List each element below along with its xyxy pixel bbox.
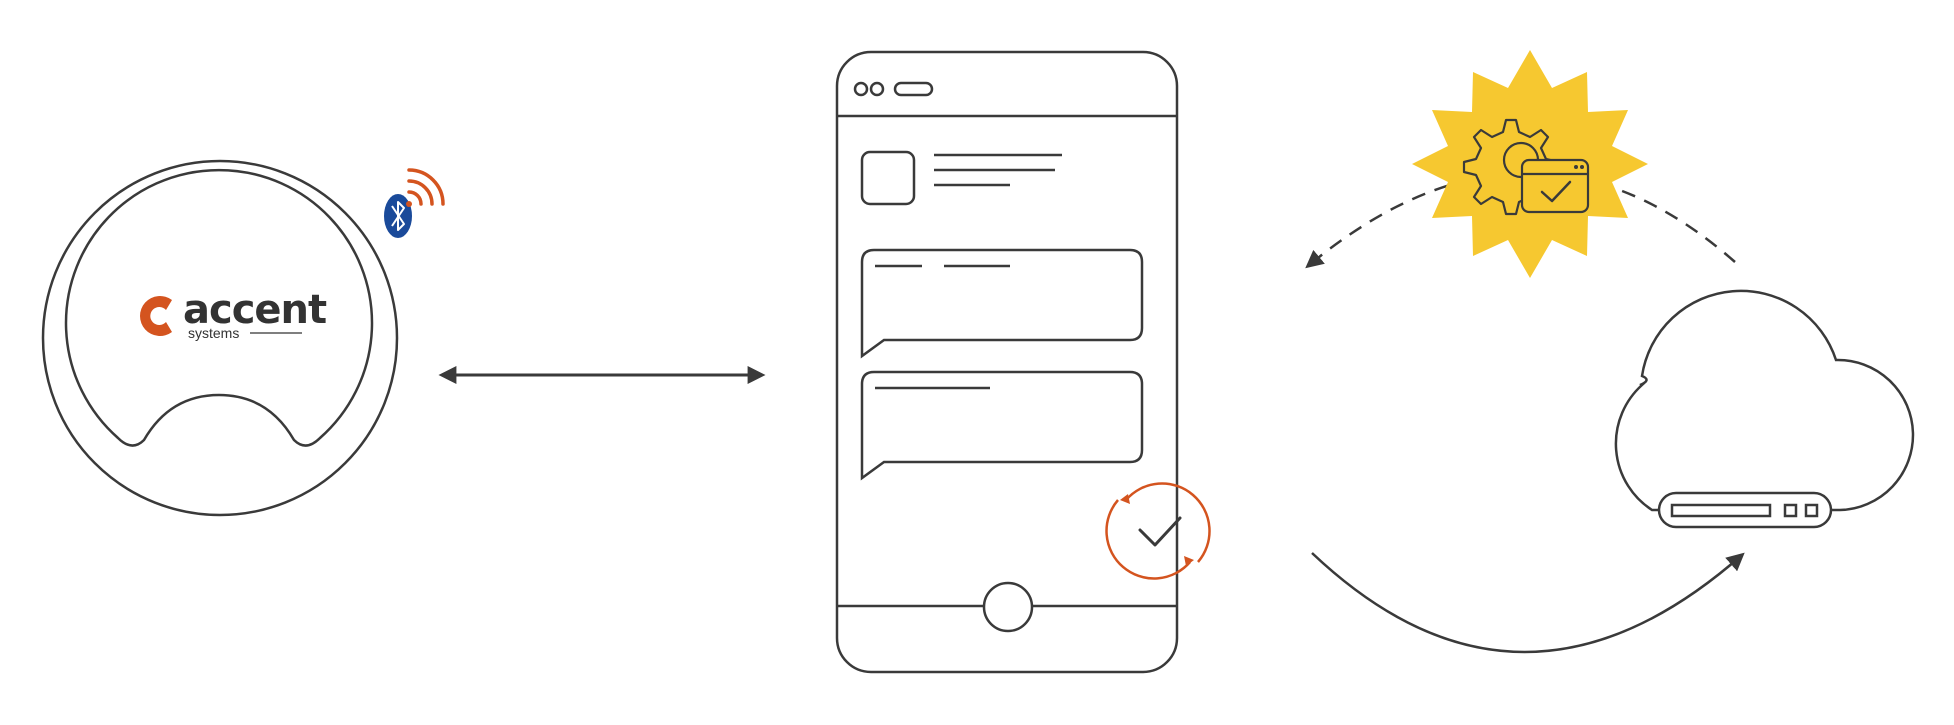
wifi-signal-icon [406, 168, 445, 207]
phone-speaker [893, 81, 934, 97]
accent-logo: accent systems [140, 287, 328, 341]
message-bubble [860, 370, 1144, 481]
phone-to-cloud-arrow [1311, 552, 1745, 654]
phone-home-button [982, 581, 1034, 633]
update-badge [1412, 50, 1648, 278]
window-check-icon [1520, 158, 1590, 214]
server-icon [1657, 491, 1833, 529]
accent-logo-text: accent [183, 287, 327, 333]
bluetooth-icon [384, 194, 412, 238]
message-bubble [860, 248, 1144, 359]
sync-check-icon [1105, 482, 1211, 580]
phone-dot [869, 81, 885, 97]
accent-logo-mark [140, 296, 172, 336]
phone-body [835, 50, 1179, 674]
app-avatar-placeholder [860, 150, 916, 206]
cloud-icon [1614, 289, 1915, 512]
phone-dot [853, 81, 869, 97]
beacon-inner-shape [64, 168, 374, 447]
accent-logo-subtext: systems [188, 325, 239, 341]
beacon-device: accent systems [41, 159, 445, 517]
smartphone [835, 50, 1179, 674]
